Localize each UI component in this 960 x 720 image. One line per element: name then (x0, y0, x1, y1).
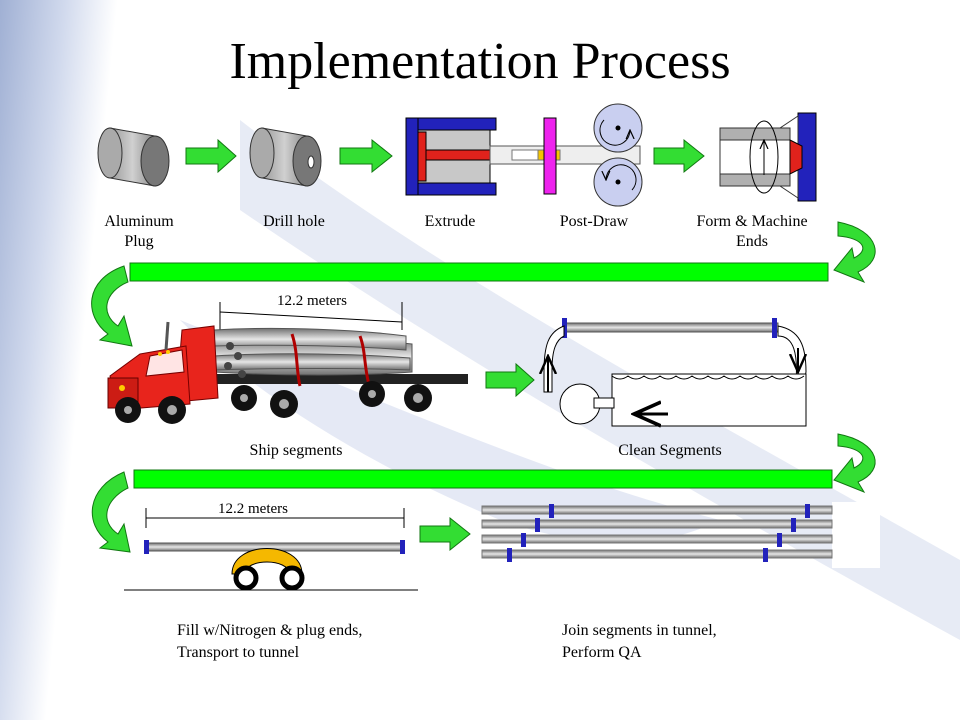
drilled-plug-icon (249, 127, 322, 187)
label-drill-hole: Drill hole (263, 213, 325, 230)
label-ship-segments: Ship segments (249, 442, 343, 459)
row-connector-top (91, 221, 876, 347)
dimension-line (219, 302, 403, 330)
joined-segments-icon (481, 502, 880, 568)
post-draw-die-icon (543, 103, 643, 207)
step-arrow-icon (485, 362, 535, 398)
label-form-machine-ends: Form & Machine Ends (696, 213, 808, 250)
extrusion-press-icon (405, 117, 641, 196)
dimension-label: 12.2 meters (277, 293, 347, 309)
label-aluminum-plug: Aluminum Plug (104, 213, 174, 250)
transport-cart-icon (124, 540, 418, 591)
cleaning-tank-icon (544, 318, 806, 426)
truck-icon (107, 321, 468, 424)
row-connector-middle (91, 433, 876, 553)
dimension-label: 12.2 meters (218, 501, 288, 517)
label-extrude: Extrude (424, 213, 476, 230)
step-arrow-icon (653, 138, 705, 174)
label-post-draw: Post-Draw (559, 213, 629, 230)
label-fill-transport: Fill w/Nitrogen & plug ends, Transport t… (177, 622, 363, 661)
step-arrow-icon (339, 138, 393, 174)
label-join-qa: Join segments in tunnel, Perform QA (562, 622, 717, 661)
label-clean-segments: Clean Segments (618, 442, 722, 459)
page-title: Implementation Process (229, 33, 731, 90)
dimension-line (145, 508, 405, 528)
step-arrow-icon (419, 516, 471, 552)
form-machine-icon (719, 112, 817, 202)
aluminum-plug-icon (97, 127, 170, 187)
step-arrow-icon (185, 138, 237, 174)
